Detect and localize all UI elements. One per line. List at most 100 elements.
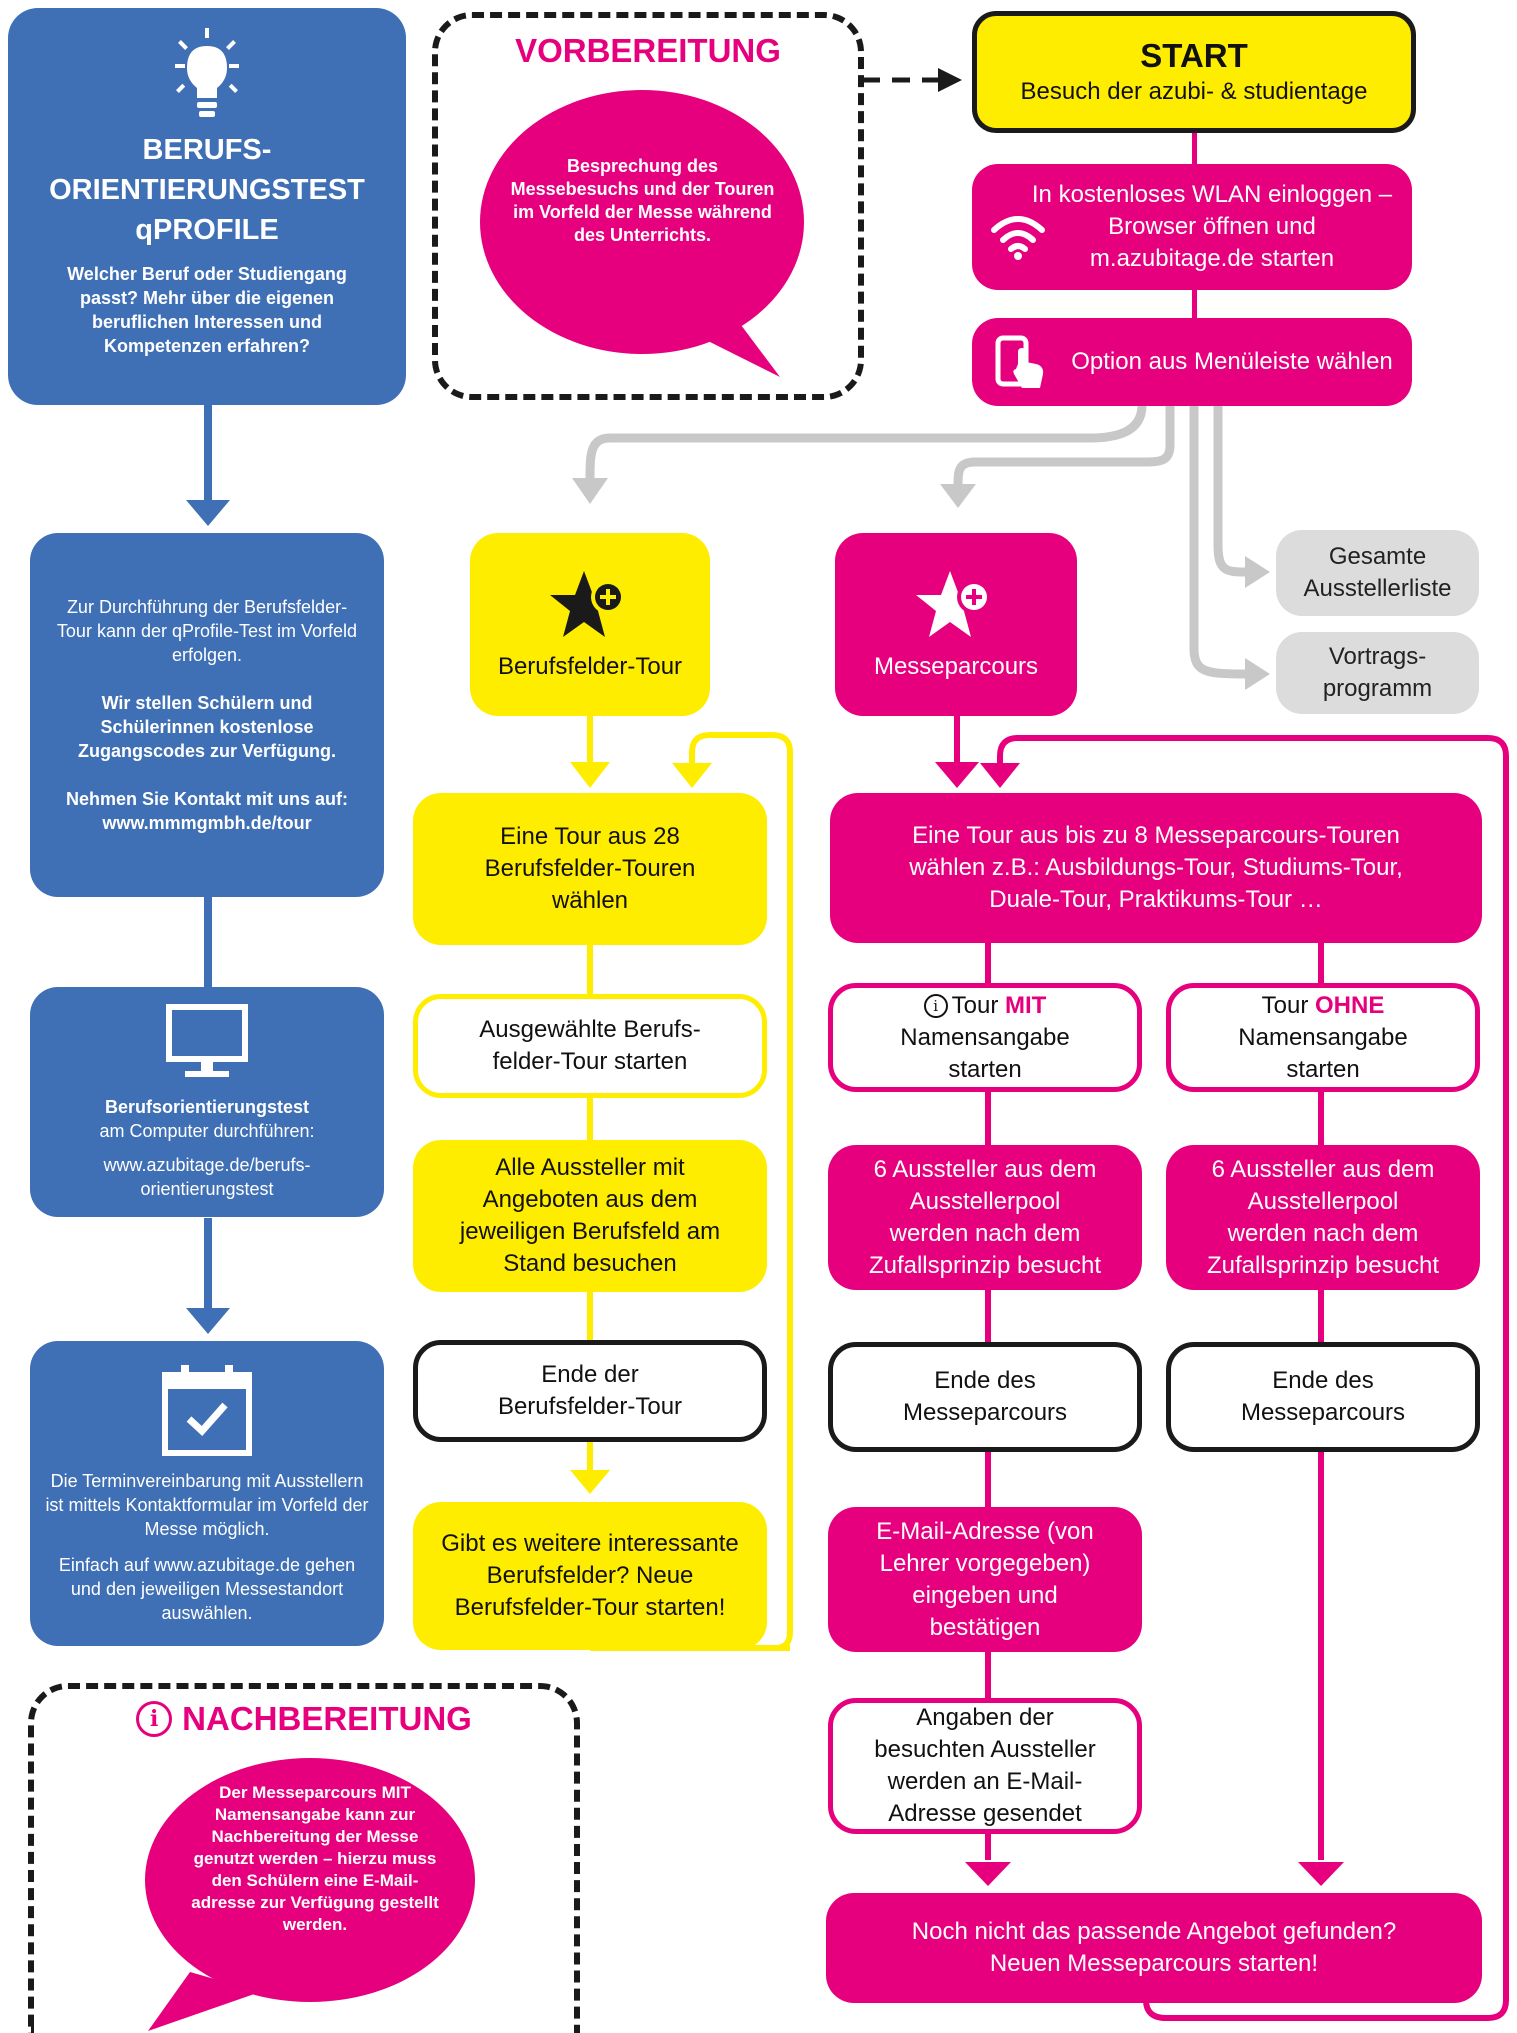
wlan-line1: In kostenloses WLAN einloggen – xyxy=(1031,181,1393,208)
messeparcours-end-ohne-1: Ende des xyxy=(1272,1367,1374,1394)
start-title: START xyxy=(1140,37,1248,74)
berufsfelder-choose-2: Berufsfelder-Touren xyxy=(484,855,696,882)
durchfuehrung-p2: Wir stellen Schülern und Schülerinnen ko… xyxy=(77,693,337,761)
berufsfelder-more-2: Berufsfelder? Neue xyxy=(486,1562,694,1589)
messeparcours-choose-2: wählen z.B.: Ausbildungs-Tour, Studiums-… xyxy=(909,854,1403,881)
pool-mit-4: Zufallsprinzip besucht xyxy=(868,1251,1102,1279)
menu-option-box: Option aus Menüleiste wählen xyxy=(972,318,1412,406)
menu-option-label: Option aus Menüleiste wählen xyxy=(1071,348,1393,375)
wlan-box: In kostenloses WLAN einloggen – Browser … xyxy=(972,164,1412,290)
durchfuehrung-p3b: www.mmmgmbh.de/tour xyxy=(102,813,312,833)
berufsfelder-tour-label: Berufsfelder-Tour xyxy=(497,652,683,680)
vorbereitung-frame xyxy=(432,12,864,400)
qprofile-text: Welcher Beruf oder Studiengang passt? Me… xyxy=(67,264,347,356)
computer-url-1: www.azubitage.de/berufs- xyxy=(103,1155,311,1175)
pool-ohne-box: 6 Aussteller aus dem Ausstellerpool werd… xyxy=(1166,1145,1480,1290)
ausstellerliste-box[interactable]: Gesamte Ausstellerliste xyxy=(1276,530,1479,616)
ausstellerliste-line2: Ausstellerliste xyxy=(1303,575,1452,602)
berufsfelder-end-2: Berufsfelder-Tour xyxy=(497,1393,683,1420)
messeparcours-choose-1: Eine Tour aus bis zu 8 Messeparcours-Tou… xyxy=(912,822,1400,849)
vorbereitung-title: VORBEREITUNG xyxy=(515,32,781,69)
sent-line4: Adresse gesendet xyxy=(888,1800,1082,1827)
tour-ohne-prefix: Tour xyxy=(1261,991,1315,1019)
pool-mit-3: werden nach dem xyxy=(889,1219,1081,1247)
email-line3: eingeben und xyxy=(912,1581,1058,1609)
messeparcours-choose-3: Duale-Tour, Praktikums-Tour … xyxy=(989,886,1323,913)
durchfuehrung-p1: Zur Durchführung der Berufsfelder-Tour k… xyxy=(56,597,358,665)
pool-ohne-4: Zufallsprinzip besucht xyxy=(1206,1251,1440,1279)
start-box: START Besuch der azubi- & studientage xyxy=(972,11,1416,133)
vortragsprogramm-box[interactable]: Vortrags- programm xyxy=(1276,632,1479,714)
computer-text: am Computer durchführen: xyxy=(99,1121,315,1141)
termin-p1: Die Terminvereinbarung mit Ausstellern i… xyxy=(45,1470,369,1539)
qprofile-title-2: ORIENTIERUNGSTEST xyxy=(49,174,365,206)
durchfuehrung-p3a: Nehmen Sie Kontakt mit uns auf: xyxy=(65,789,349,809)
qprofile-box: BERUFS- ORIENTIERUNGSTEST qPROFILE Welch… xyxy=(8,8,406,405)
email-line2: Lehrer vorgegeben) xyxy=(879,1549,1091,1577)
star-plus-icon xyxy=(916,570,991,637)
berufsfelder-tour-box[interactable]: Berufsfelder-Tour xyxy=(470,533,710,716)
nachbereitung-title: NACHBEREITUNG xyxy=(182,1700,472,1737)
durchfuehrung-box: Zur Durchführung der Berufsfelder-Tour k… xyxy=(30,533,384,897)
vortragsprogramm-line2: programm xyxy=(1322,675,1433,702)
tour-ohne-box[interactable]: Tour OHNE Namensangabe starten xyxy=(1166,983,1480,1092)
wifi-icon xyxy=(991,216,1045,260)
computer-url-2: orientierungstest xyxy=(140,1179,274,1199)
berufsfelder-end-1: Ende der xyxy=(541,1361,639,1388)
qprofile-title-3: qPROFILE xyxy=(135,214,279,246)
berufsfelder-visit-3: jeweiligen Berufsfeld am xyxy=(459,1218,721,1245)
star-plus-icon xyxy=(550,570,625,637)
berufsfelder-start-2: felder-Tour starten xyxy=(492,1048,688,1075)
lightbulb-icon xyxy=(175,28,239,117)
pool-ohne-3: werden nach dem xyxy=(1227,1219,1419,1247)
berufsfelder-choose-1: Eine Tour aus 28 xyxy=(500,823,680,850)
again-line2: Neuen Messeparcours starten! xyxy=(989,1950,1319,1977)
wlan-line2: Browser öffnen und xyxy=(1108,213,1316,240)
sent-line3: werden an E-Mail- xyxy=(887,1768,1083,1795)
messeparcours-end-ohne-2: Messeparcours xyxy=(1240,1399,1406,1426)
berufsfelder-start-1: Ausgewählte Berufs- xyxy=(479,1016,701,1043)
vorbereitung-speech-bubble xyxy=(480,90,804,377)
pool-mit-1: 6 Aussteller aus dem xyxy=(873,1155,1097,1183)
again-box: Noch nicht das passende Angebot gefunden… xyxy=(826,1893,1482,2003)
tour-ohne-highlight: OHNE xyxy=(1315,991,1385,1019)
sent-line1: Angaben der xyxy=(916,1704,1054,1731)
berufsfelder-visit-1: Alle Aussteller mit xyxy=(495,1154,685,1181)
nachbereitung-frame xyxy=(28,1683,580,2033)
email-line4: bestätigen xyxy=(929,1613,1041,1641)
pool-ohne-2: Ausstellerpool xyxy=(1247,1187,1399,1215)
termin-p2: Einfach auf www.azubitage.de gehen und d… xyxy=(58,1554,356,1623)
email-line1: E-Mail-Adresse (von xyxy=(876,1517,1094,1545)
sent-box: Angaben der besuchten Aussteller werden … xyxy=(828,1698,1142,1834)
email-box: E-Mail-Adresse (von Lehrer vorgegeben) e… xyxy=(828,1507,1142,1652)
tour-mit-prefix: Tour xyxy=(951,991,1006,1019)
messeparcours-end-mit-box: Ende des Messeparcours xyxy=(828,1342,1142,1452)
berufsfelder-visit-4: Stand besuchen xyxy=(503,1250,677,1277)
start-subtitle: Besuch der azubi- & studientage xyxy=(1020,78,1368,105)
berufsfelder-choose-box: Eine Tour aus 28 Berufsfelder-Touren wäh… xyxy=(413,793,767,945)
berufsfelder-choose-3: wählen xyxy=(551,887,629,914)
messeparcours-end-ohne-box: Ende des Messeparcours xyxy=(1166,1342,1480,1452)
berufsfelder-start-box: Ausgewählte Berufs- felder-Tour starten xyxy=(413,994,767,1098)
berufsfelder-visit-2: Angeboten aus dem xyxy=(482,1186,698,1213)
tour-mit-line3: starten xyxy=(948,1055,1022,1083)
again-line1: Noch nicht das passende Angebot gefunden… xyxy=(911,1918,1397,1945)
vortragsprogramm-line1: Vortrags- xyxy=(1328,643,1427,670)
nachbereitung-heading: i NACHBEREITUNG xyxy=(28,1700,580,1738)
messeparcours-end-mit-1: Ende des xyxy=(934,1367,1036,1394)
calendar-check-icon xyxy=(162,1364,252,1456)
sent-line2: besuchten Aussteller xyxy=(874,1736,1096,1763)
tour-mit-line2: Namensangabe xyxy=(900,1023,1070,1051)
berufsfelder-more-1: Gibt es weitere interessante xyxy=(441,1530,739,1557)
tour-mit-highlight: MIT xyxy=(1005,991,1047,1019)
termin-box: Die Terminvereinbarung mit Ausstellern i… xyxy=(30,1341,384,1646)
computer-bold: Berufsorientierungstest xyxy=(104,1097,310,1117)
messeparcours-tour-box[interactable]: Messeparcours xyxy=(835,533,1077,716)
messeparcours-end-mit-2: Messeparcours xyxy=(902,1399,1068,1426)
tour-ohne-line3: starten xyxy=(1286,1055,1360,1083)
ausstellerliste-line1: Gesamte xyxy=(1328,543,1427,570)
info-icon: i xyxy=(923,993,948,1018)
